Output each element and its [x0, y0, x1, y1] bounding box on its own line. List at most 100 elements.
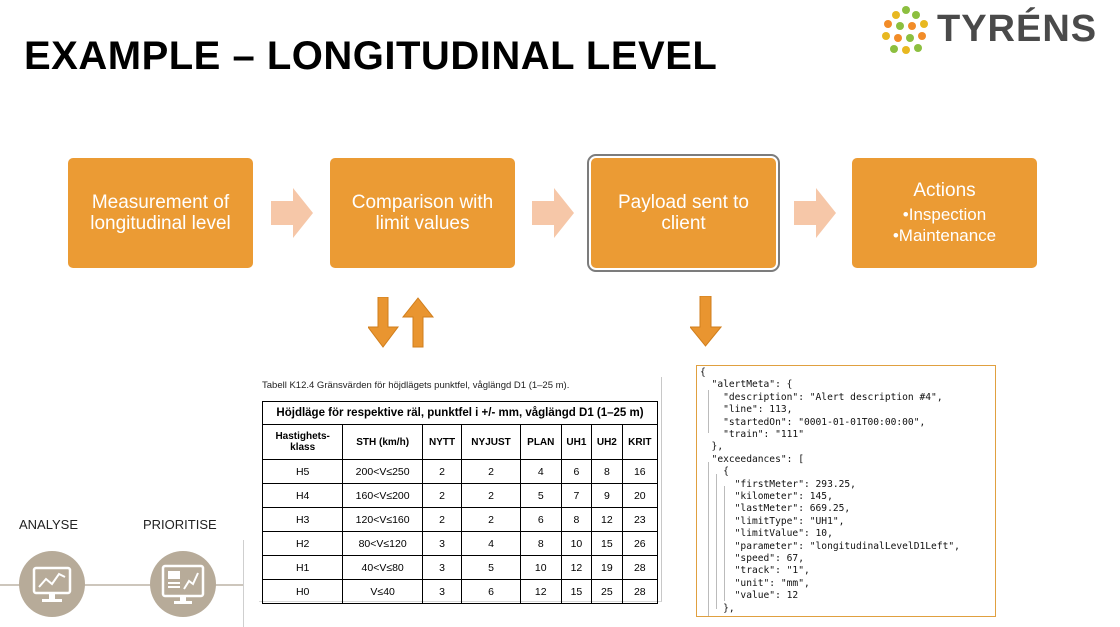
json-line: {: [700, 466, 729, 478]
json-line: "limitValue": 10,: [700, 528, 833, 540]
flow-box-payload-line1: Payload sent to: [618, 192, 749, 213]
flow-box-actions: Actions •Inspection •Maintenance: [852, 158, 1037, 268]
table-cell: 10: [519, 555, 562, 580]
logo-wordmark: TYRÉNS: [937, 8, 1098, 50]
table-cell: 3: [421, 531, 463, 556]
table-cell: 80<V≤120: [342, 531, 423, 556]
table-cell: H0: [261, 579, 344, 604]
flow-box-measurement-line2: longitudinal level: [90, 213, 231, 234]
table-cell: 2: [421, 507, 463, 532]
table-cell: 2: [421, 459, 463, 484]
table-cell: 28: [621, 579, 659, 604]
table-cell: 4: [461, 531, 521, 556]
table-cell: 8: [560, 507, 593, 532]
tyrens-logo: TYRÉNS: [880, 4, 1112, 56]
table-column-header: Hastighets- klass: [261, 424, 344, 460]
right-arrow-icon: [794, 188, 836, 238]
indent-guide: [724, 486, 725, 601]
right-arrow-icon: [532, 188, 574, 238]
table-cell: H4: [261, 483, 344, 508]
json-line: "line": 113,: [700, 404, 793, 416]
table-cell: 8: [519, 531, 562, 556]
limit-values-table: Höjdläge för respektive räl, punktfel i …: [261, 401, 659, 604]
flow-box-actions-bullet-maintenance: •Maintenance: [892, 226, 997, 245]
table-cell: 5: [461, 555, 521, 580]
payload-json-panel: { "alertMeta": { "description": "Alert d…: [696, 365, 996, 617]
table-heading: Höjdläge för respektive räl, punktfel i …: [262, 401, 658, 425]
table-column-header: UH1: [560, 424, 593, 460]
flow-box-comparison: Comparison with limit values: [330, 158, 515, 268]
table-column-header: NYJUST: [461, 424, 521, 460]
json-line: "alertMeta": {: [700, 379, 793, 391]
json-line: "parameter": "longitudinalLevelD1Left",: [700, 540, 960, 552]
page-title: EXAMPLE – LONGITUDINAL LEVEL: [24, 34, 718, 78]
table-column-header: PLAN: [519, 424, 562, 460]
flow-box-actions-bullets: •Inspection •Maintenance: [893, 204, 996, 246]
flow-box-comparison-line2: limit values: [375, 213, 470, 234]
table-column-header: KRIT: [621, 424, 659, 460]
table-caption: Tabell K12.4 Gränsvärden för höjdlägets …: [262, 380, 570, 391]
json-line: "value": 12: [700, 590, 799, 602]
table-cell: H2: [261, 531, 344, 556]
logo-dots-icon: [882, 6, 928, 54]
table-cell: 6: [519, 507, 562, 532]
json-line: },: [700, 602, 735, 614]
flow-box-measurement-line1: Measurement of: [91, 192, 230, 213]
table-cell: 6: [560, 459, 593, 484]
json-line: "startedOn": "0001-01-01T00:00:00",: [700, 416, 926, 428]
json-line: "limitType": "UH1",: [700, 515, 845, 527]
json-line: "kilometer": 145,: [700, 491, 833, 502]
json-line: {: [700, 367, 706, 378]
monitor-chart-icon: [32, 566, 72, 602]
table-cell: 200<V≤250: [342, 459, 423, 484]
json-line: "train": "111": [700, 429, 804, 440]
table-cell: 8: [591, 459, 623, 484]
table-cell: 2: [461, 507, 521, 532]
dashboard-icon: [161, 564, 205, 604]
indent-guide: [708, 462, 709, 616]
limit-values-table-image: Tabell K12.4 Gränsvärden för höjdlägets …: [259, 377, 662, 604]
indent-guide: [716, 474, 717, 609]
json-line: "track": "1",: [700, 565, 810, 577]
table-column-header: NYTT: [421, 424, 463, 460]
flow-box-actions-bullet-inspection: •Inspection: [902, 205, 987, 224]
divider-line: [243, 540, 244, 627]
table-cell: 25: [591, 579, 623, 604]
json-line: "description": "Alert description #4",: [700, 391, 943, 403]
table-cell: 20: [621, 483, 659, 508]
table-cell: 2: [421, 483, 463, 508]
table-cell: 5: [519, 483, 562, 508]
json-line: "speed": 67,: [700, 553, 804, 564]
down-arrow-icon: [690, 296, 722, 347]
table-cell: 12: [560, 555, 593, 580]
indent-guide: [708, 390, 709, 433]
table-cell: 26: [621, 531, 659, 556]
flow-box-actions-title: Actions: [913, 180, 976, 201]
table-cell: V≤40: [342, 579, 423, 604]
json-line: "firstMeter": 293.25,: [700, 478, 856, 490]
up-down-arrows-icon: [368, 297, 435, 348]
table-cell: H5: [261, 459, 344, 484]
analyse-label: ANALYSE: [19, 517, 79, 532]
table-cell: 19: [591, 555, 623, 580]
json-line: "lastMeter": 669.25,: [700, 503, 851, 515]
table-cell: H3: [261, 507, 344, 532]
table-cell: 4: [519, 459, 562, 484]
table-cell: 12: [519, 579, 562, 604]
table-cell: 23: [621, 507, 659, 532]
prioritise-label: PRIORITISE: [143, 517, 217, 532]
table-cell: 120<V≤160: [342, 507, 423, 532]
json-line: "unit": "mm",: [700, 577, 810, 589]
table-cell: 16: [621, 459, 659, 484]
flow-box-payload-line2: client: [661, 213, 706, 234]
timeline-line: [0, 584, 244, 586]
right-arrow-icon: [271, 188, 313, 238]
analyse-circle: [19, 551, 85, 617]
table-cell: 2: [461, 459, 521, 484]
table-cell: 7: [560, 483, 593, 508]
